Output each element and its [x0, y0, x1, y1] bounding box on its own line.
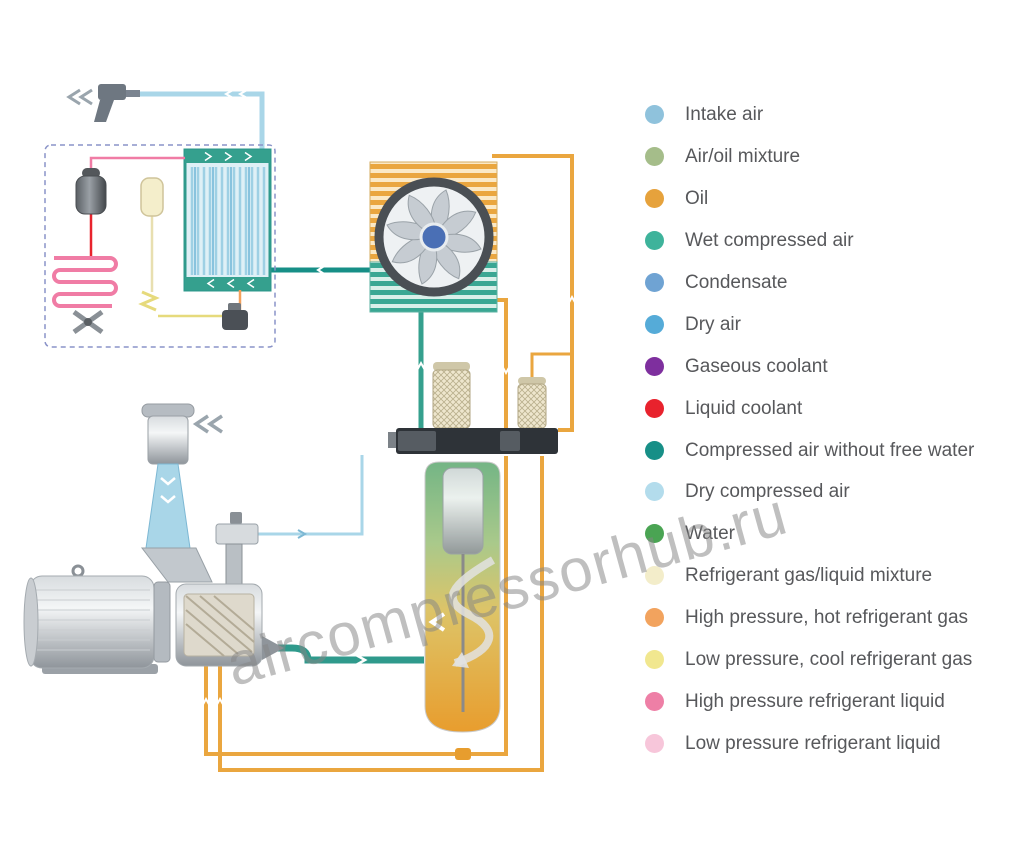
legend-label: Intake air [685, 104, 764, 126]
legend-swatch [645, 650, 664, 670]
legend-item-high-pressure-hot-refrigerant-gas: High pressure, hot refrigerant gas [645, 597, 974, 639]
motor-coupling [153, 581, 171, 663]
inlet-casing [140, 547, 213, 583]
vessel-manifold [388, 428, 558, 454]
separator-cartridge [442, 467, 484, 555]
dryer-heat-exchanger [183, 148, 272, 292]
screw-compression-element [175, 583, 284, 667]
refrigerant-accumulator [140, 177, 164, 217]
legend-swatch [645, 691, 664, 711]
legend-swatch [645, 314, 664, 334]
dry-air-pipe-to-tool [140, 88, 265, 150]
legend-label: Wet compressed air [685, 230, 854, 252]
legend-item-high-pressure-refrigerant-liquid: High pressure refrigerant liquid [645, 680, 974, 722]
legend-item-condensate: Condensate [645, 262, 974, 304]
oil-separator-filter [432, 362, 471, 429]
intake-air-filter [141, 403, 195, 465]
legend-swatch [645, 105, 664, 125]
legend-label: High pressure, hot refrigerant gas [685, 607, 969, 629]
intake-arrow [192, 414, 223, 434]
legend-item-wet-compressed-air: Wet compressed air [645, 220, 974, 262]
legend-swatch [645, 398, 664, 418]
air-oil-discharge-pipe [262, 644, 424, 667]
oil-cooler-and-aftercooler [369, 161, 498, 313]
wet-air-pipe-vessel-to-cooler [415, 312, 427, 428]
diagram-canvas [23, 84, 574, 772]
cooling-fan [374, 177, 494, 297]
legend-item-low-pressure-cool-refrigerant-gas: Low pressure, cool refrigerant gas [645, 639, 974, 681]
legend-label: Compressed air without free water [685, 439, 975, 461]
refrigerant-dryer-unit [44, 144, 276, 348]
legend-label: Gaseous coolant [685, 355, 828, 377]
legend-label: Low pressure refrigerant liquid [685, 732, 941, 754]
oil-pipe-loop [200, 456, 544, 772]
swirl-arrow [448, 556, 496, 667]
legend-item-intake-air: Intake air [645, 94, 974, 136]
legend: Intake air Air/oil mixture Oil Wet compr… [645, 94, 974, 764]
compressed-air-pipe-cooler-to-dryer [270, 264, 372, 276]
intake-downpipe [140, 463, 213, 583]
legend-item-water: Water [645, 513, 974, 555]
legend-swatch [645, 273, 664, 292]
legend-item-compressed-air-without-free-water: Compressed air without free water [645, 429, 974, 471]
air-tool-gun [66, 84, 140, 122]
legend-item-dry-compressed-air: Dry compressed air [645, 471, 974, 513]
legend-label: Water [685, 523, 735, 545]
legend-label: Oil [685, 188, 709, 210]
legend-label: High pressure refrigerant liquid [685, 690, 945, 712]
legend-swatch [645, 356, 664, 376]
vessel-flow-arrow [428, 612, 446, 632]
legend-swatch [645, 231, 664, 251]
legend-swatch [645, 440, 664, 460]
legend-swatch [645, 566, 664, 586]
legend-item-gaseous-coolant: Gaseous coolant [645, 345, 974, 387]
vessel-drain [455, 748, 471, 760]
electric-motor [23, 564, 171, 674]
legend-swatch [645, 189, 664, 209]
unloader-valve [215, 512, 259, 585]
legend-label: Air/oil mixture [685, 146, 801, 168]
legend-item-liquid-coolant: Liquid coolant [645, 387, 974, 429]
legend-label: Dry air [685, 313, 741, 335]
oil-filter [517, 377, 547, 429]
oil-separator-vessel [424, 461, 501, 760]
legend-swatch [645, 608, 664, 628]
condenser-fan [72, 309, 104, 335]
control-air-line [258, 455, 364, 539]
exhaust-air-arrow [66, 88, 93, 106]
legend-label: Low pressure, cool refrigerant gas [685, 649, 973, 671]
refrigerant-compressor [222, 303, 248, 330]
legend-swatch [645, 524, 664, 544]
legend-label: Refrigerant gas/liquid mixture [685, 565, 933, 587]
legend-item-refrigerant-gas-liquid-mixture: Refrigerant gas/liquid mixture [645, 555, 974, 597]
legend-item-oil: Oil [645, 178, 974, 220]
legend-label: Condensate [685, 272, 788, 293]
legend-swatch [645, 733, 664, 753]
legend-swatch [645, 482, 664, 502]
legend-item-dry-air: Dry air [645, 303, 974, 345]
legend-swatch [645, 147, 664, 167]
screw-rotor [185, 595, 255, 657]
refrigerant-receiver-tank [75, 168, 107, 215]
dryer-boundary [44, 144, 276, 348]
legend-item-low-pressure-refrigerant-liquid: Low pressure refrigerant liquid [645, 722, 974, 764]
legend-item-air-oil-mixture: Air/oil mixture [645, 136, 974, 178]
legend-label: Liquid coolant [685, 397, 803, 419]
element-discharge [262, 636, 284, 660]
capillary-coil [138, 290, 160, 312]
fan-hub-logo [419, 222, 449, 252]
legend-label: Dry compressed air [685, 481, 850, 503]
condenser-coil [52, 256, 118, 308]
